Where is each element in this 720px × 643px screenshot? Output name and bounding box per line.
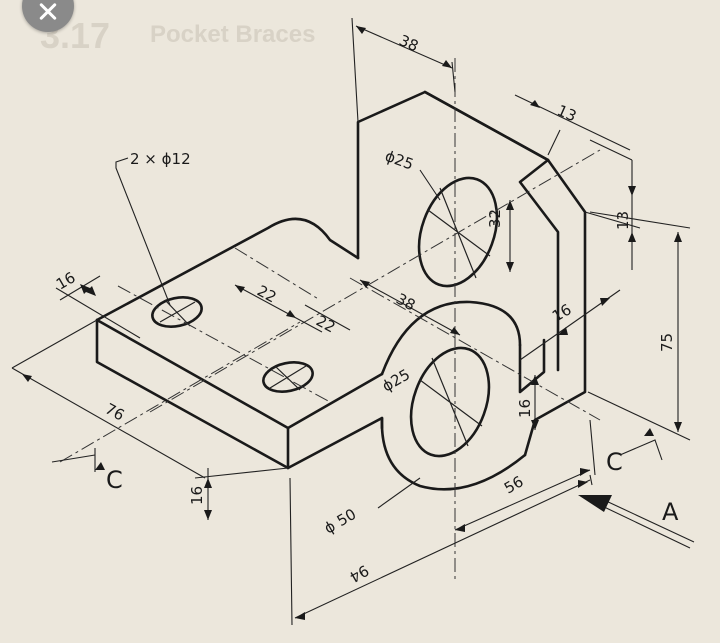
dim-phi50: ϕ 50 <box>321 505 359 537</box>
dim-94: 94 <box>346 561 372 586</box>
holes <box>151 176 499 458</box>
dim-16-right: 16 <box>549 300 575 325</box>
dim-56: 56 <box>501 472 527 497</box>
section-label-right: C <box>606 448 623 476</box>
section-label-left: C <box>106 466 123 494</box>
dim-13-top: 13 <box>554 101 579 125</box>
dim-13-right: 13 <box>614 211 632 230</box>
dim-76: 76 <box>102 400 127 425</box>
dim-38-top: 38 <box>396 31 421 55</box>
upright-plate <box>356 90 587 457</box>
dim-22-a: 22 <box>254 282 279 307</box>
dim-38-mid: 38 <box>393 290 418 315</box>
dim-phi25-upper: ϕ25 <box>383 147 416 174</box>
dim-32: 32 <box>486 209 504 228</box>
dim-75: 75 <box>658 333 676 352</box>
dim-16-bottom: 16 <box>188 486 206 505</box>
hole-note: 2 × ϕ12 <box>130 150 191 168</box>
dimension-lines <box>11 17 695 626</box>
dim-16-left: 16 <box>53 268 79 293</box>
ghost-section-title: Pocket Braces <box>150 21 315 48</box>
view-label-a: A <box>662 498 679 526</box>
dim-22-b: 22 <box>313 312 338 337</box>
dim-16-slot: 16 <box>516 399 534 418</box>
center-lines <box>59 58 601 580</box>
